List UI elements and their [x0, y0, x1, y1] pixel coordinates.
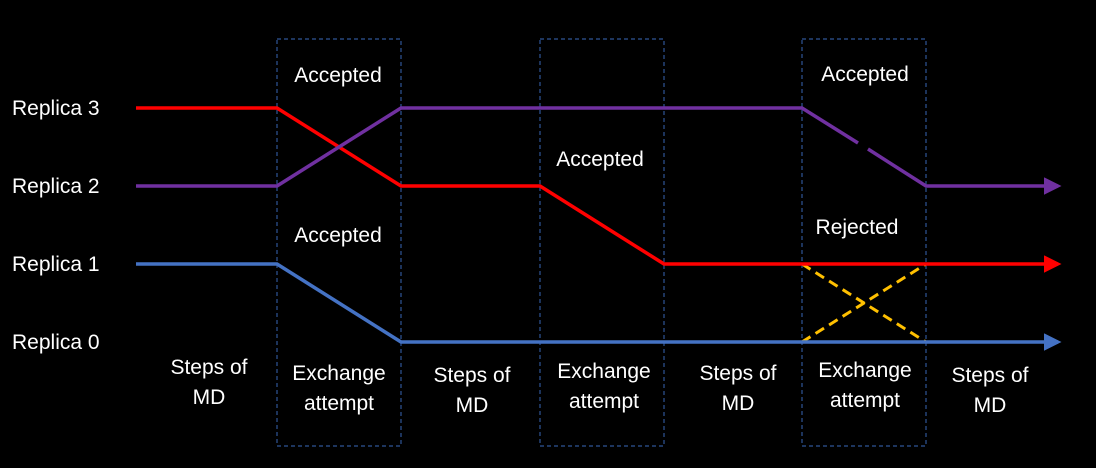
purple-trajectory	[136, 106, 859, 188]
replica-0-label: Replica 0	[12, 331, 100, 354]
exchange-3-accepted: Accepted	[821, 63, 909, 86]
md-phase-3-line2: MD	[722, 392, 755, 415]
exchange-1-accepted-bottom: Accepted	[294, 224, 382, 247]
exchange-phase-3-line2: attempt	[830, 389, 900, 412]
md-phase-1-line2: MD	[193, 386, 226, 409]
md-phase-4-line2: MD	[974, 394, 1007, 417]
purple-trajectory-end	[867, 147, 1062, 195]
red-trajectory	[136, 106, 1062, 273]
md-phase-3-line1: Steps of	[699, 362, 776, 385]
exchange-phase-3-line1: Exchange	[818, 359, 911, 382]
exchange-phase-2-line1: Exchange	[557, 360, 650, 383]
rejected-cross-line-2	[801, 262, 927, 344]
exchange-box-2	[539, 38, 665, 447]
md-phase-2-line2: MD	[456, 394, 489, 417]
exchange-box-3	[801, 38, 927, 447]
exchange-3-rejected: Rejected	[816, 216, 899, 239]
md-phase-4-line1: Steps of	[951, 364, 1028, 387]
replica-1-label: Replica 1	[12, 253, 100, 276]
exchange-phase-1-line2: attempt	[304, 392, 374, 415]
exchange-phase-2-line2: attempt	[569, 390, 639, 413]
md-phase-2-line1: Steps of	[433, 364, 510, 387]
exchange-1-accepted-top: Accepted	[294, 64, 382, 87]
replica-3-label: Replica 3	[12, 97, 100, 120]
md-phase-1-line1: Steps of	[170, 356, 247, 379]
exchange-phase-1-line1: Exchange	[292, 362, 385, 385]
blue-trajectory	[136, 262, 1062, 351]
exchange-2-accepted: Accepted	[556, 148, 644, 171]
replica-2-label: Replica 2	[12, 175, 100, 198]
